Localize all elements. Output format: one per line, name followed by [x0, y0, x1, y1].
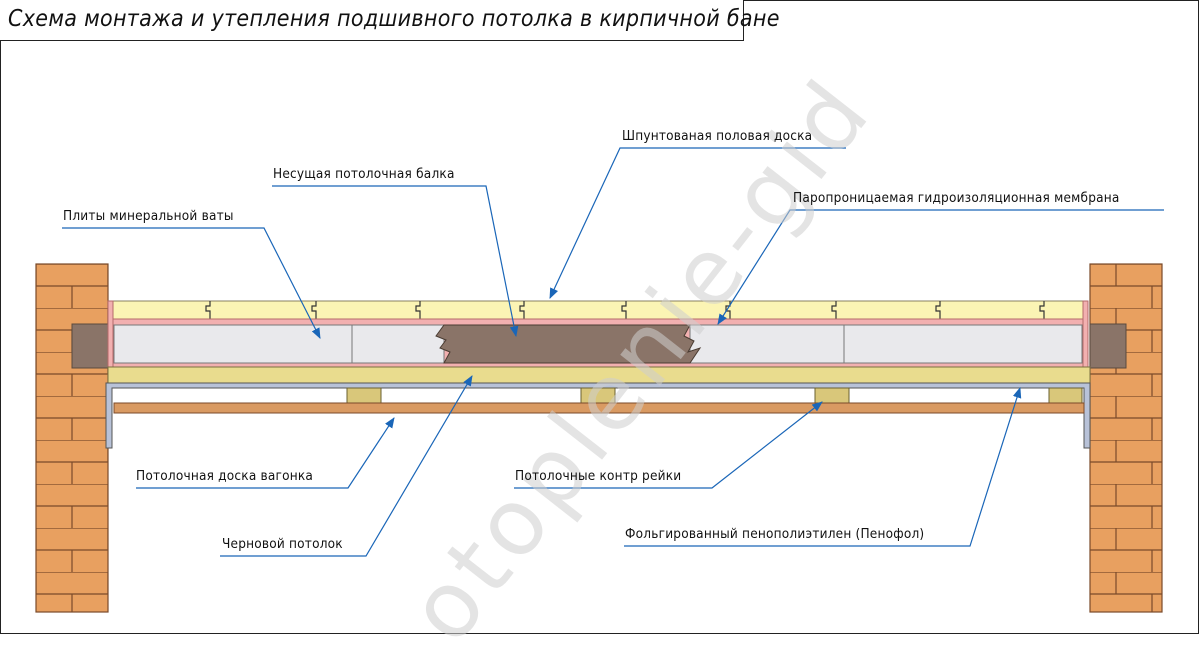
load-bearing-beam	[435, 324, 702, 364]
ceiling-diagram	[35, 147, 1164, 613]
counter-batten	[1048, 387, 1083, 404]
label-counter-battens: Потолочные контр рейки	[515, 468, 682, 484]
wool-slab	[351, 324, 445, 364]
diagram-title: Схема монтажа и утепления подшивного пот…	[8, 6, 780, 32]
label-mineral-wool: Плиты минеральной ваты	[63, 208, 234, 224]
right-beam-end	[1089, 323, 1127, 369]
label-rough-ceiling: Черновой потолок	[222, 536, 343, 552]
label-penofol: Фольгированный пенополиэтилен (Пенофол)	[625, 526, 925, 542]
tongue-groove-marks	[205, 301, 1045, 319]
label-load-bearing-beam: Несущая потолочная балка	[273, 166, 455, 182]
leader-lines	[62, 147, 1164, 557]
wool-slab	[689, 324, 845, 364]
title-box: Схема монтажа и утепления подшивного пот…	[0, 0, 779, 41]
label-membrane: Паропроницаемая гидроизоляционная мембра…	[793, 190, 1120, 206]
left-brick-wall	[35, 263, 109, 613]
floor-board-layer	[107, 300, 1089, 320]
membrane-left-side	[107, 300, 114, 368]
wool-slab	[843, 324, 1083, 364]
left-beam-end	[71, 323, 109, 369]
counter-batten	[346, 387, 382, 404]
label-clapboard: Потолочная доска вагонка	[136, 468, 314, 484]
clapboard-layer	[113, 402, 1085, 414]
right-brick-wall	[1089, 263, 1163, 613]
label-floor-board: Шпунтованая половая доска	[622, 128, 813, 144]
foil-layer	[105, 382, 1091, 449]
counter-batten	[814, 387, 850, 404]
membrane-right-side	[1082, 300, 1089, 368]
